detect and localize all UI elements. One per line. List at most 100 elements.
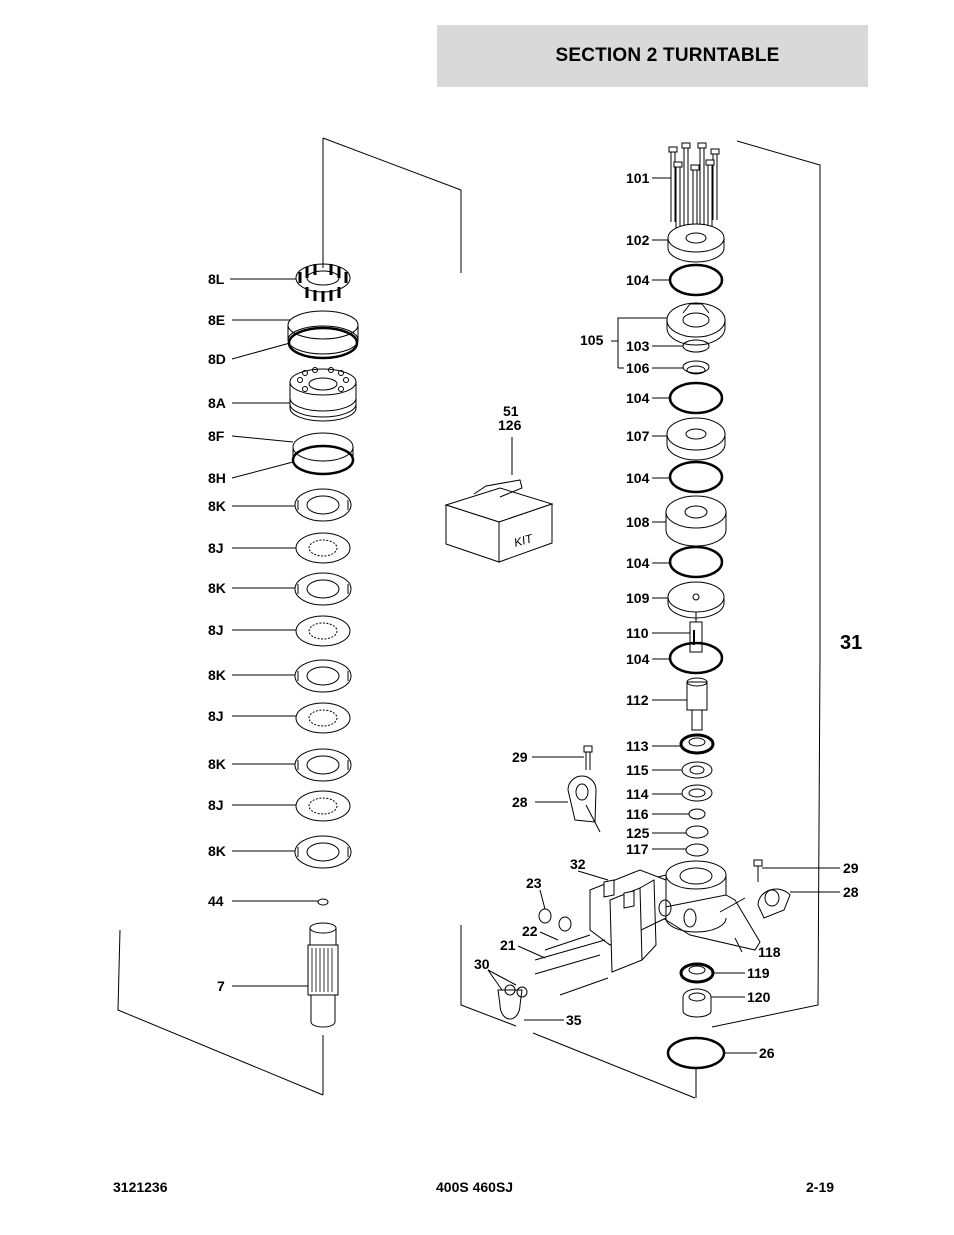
label-107: 107 xyxy=(626,428,650,444)
right-leaders xyxy=(487,177,840,1054)
label-8d: 8D xyxy=(208,351,226,367)
washer-114 xyxy=(681,784,713,802)
o-ring-104 xyxy=(668,641,724,675)
disc-8k xyxy=(294,659,352,693)
disc-8k xyxy=(294,748,352,782)
shaft-7 xyxy=(307,922,339,1028)
ring-125 xyxy=(685,825,709,839)
o-ring-104 xyxy=(668,381,724,415)
housing-118 xyxy=(589,860,761,973)
o-ring-104 xyxy=(668,263,724,297)
kit-box: KIT 51 126 xyxy=(444,403,554,563)
left-leaders xyxy=(230,278,318,987)
label-8l: 8L xyxy=(208,271,225,287)
label-8k: 8K xyxy=(208,843,226,859)
right-labels: 101 102 104 105 103 106 104 107 104 108 … xyxy=(474,170,862,1061)
disc-8k xyxy=(294,835,352,869)
label-29: 29 xyxy=(512,749,528,765)
label-22: 22 xyxy=(522,923,538,939)
bearing-113 xyxy=(679,733,715,755)
label-120: 120 xyxy=(747,989,771,1005)
label-106: 106 xyxy=(626,360,650,376)
end-cap-102 xyxy=(667,223,725,263)
left-stack-parts xyxy=(117,137,462,1096)
left-labels: 8L 8E 8D 8A 8F 8H 8K 8J 8K 8J 8K 8J 8K 8… xyxy=(208,271,226,994)
kit-ref-51: 51 xyxy=(503,403,519,419)
label-104: 104 xyxy=(626,390,650,406)
o-ring-26 xyxy=(666,1036,726,1070)
bearing-119 xyxy=(679,962,715,984)
label-102: 102 xyxy=(626,232,650,248)
plate-107 xyxy=(666,417,726,461)
fittings-23 xyxy=(538,908,572,932)
shackle-35 xyxy=(497,984,528,1020)
o-ring-104 xyxy=(668,460,724,494)
label-8j: 8J xyxy=(208,797,224,813)
label-113: 113 xyxy=(626,738,649,754)
label-21: 21 xyxy=(500,937,516,953)
plate-108 xyxy=(665,495,727,547)
ring-8e-8d xyxy=(287,310,359,360)
ring-116 xyxy=(688,808,706,820)
label-101: 101 xyxy=(626,170,650,186)
label-30: 30 xyxy=(474,956,490,972)
label-103: 103 xyxy=(626,338,650,354)
label-29: 29 xyxy=(843,860,859,876)
label-112: 112 xyxy=(626,692,649,708)
footer-models: 400S 460SJ xyxy=(436,1179,514,1195)
section-title: SECTION 2 TURNTABLE xyxy=(555,45,780,66)
ring-44 xyxy=(317,898,329,906)
kit-ref-126: 126 xyxy=(498,417,522,433)
label-8k: 8K xyxy=(208,667,226,683)
right-bracket-lines xyxy=(460,140,821,1099)
bracket-28-right xyxy=(757,888,791,919)
label-7: 7 xyxy=(217,978,225,994)
shaft-112 xyxy=(686,677,708,731)
label-108: 108 xyxy=(626,514,650,530)
disc-8j xyxy=(295,615,351,647)
o-ring-104 xyxy=(668,545,724,579)
label-105: 105 xyxy=(580,332,604,348)
label-44: 44 xyxy=(208,893,224,909)
label-8j: 8J xyxy=(208,540,224,556)
label-114: 114 xyxy=(626,786,649,802)
disc-8j xyxy=(295,790,351,822)
disc-8k xyxy=(294,572,352,606)
label-109: 109 xyxy=(626,590,650,606)
label-116: 116 xyxy=(626,806,649,822)
seal-120 xyxy=(682,988,712,1018)
label-8j: 8J xyxy=(208,622,224,638)
label-104: 104 xyxy=(626,651,650,667)
ring-8f-8h xyxy=(291,432,355,476)
label-8k: 8K xyxy=(208,498,226,514)
disc-8k xyxy=(294,488,352,522)
fittings-32 xyxy=(603,879,635,909)
label-8h: 8H xyxy=(208,470,226,486)
disc-stack xyxy=(294,488,352,869)
label-8f: 8F xyxy=(208,428,225,444)
label-117: 117 xyxy=(626,841,649,857)
label-119: 119 xyxy=(747,965,770,981)
label-23: 23 xyxy=(526,875,542,891)
bolt-29-right xyxy=(753,859,763,882)
label-104: 104 xyxy=(626,470,650,486)
footer-doc-number: 3121236 xyxy=(113,1179,168,1195)
label-32: 32 xyxy=(570,856,586,872)
kit-label: KIT xyxy=(512,531,535,550)
label-8k: 8K xyxy=(208,756,226,772)
piston-8a xyxy=(289,367,357,422)
gerotor-105 xyxy=(666,302,726,346)
footer-page-number: 2-19 xyxy=(806,1179,835,1195)
label-35: 35 xyxy=(566,1012,582,1028)
bushing-106 xyxy=(682,360,710,375)
label-28: 28 xyxy=(512,794,528,810)
ring-103 xyxy=(682,339,710,353)
label-104: 104 xyxy=(626,555,650,571)
washer-115 xyxy=(681,761,713,779)
label-8k: 8K xyxy=(208,580,226,596)
label-125: 125 xyxy=(626,825,650,841)
bolt-29-left xyxy=(583,745,593,770)
bolts-21 xyxy=(534,934,609,996)
right-stack-parts xyxy=(497,142,791,1098)
